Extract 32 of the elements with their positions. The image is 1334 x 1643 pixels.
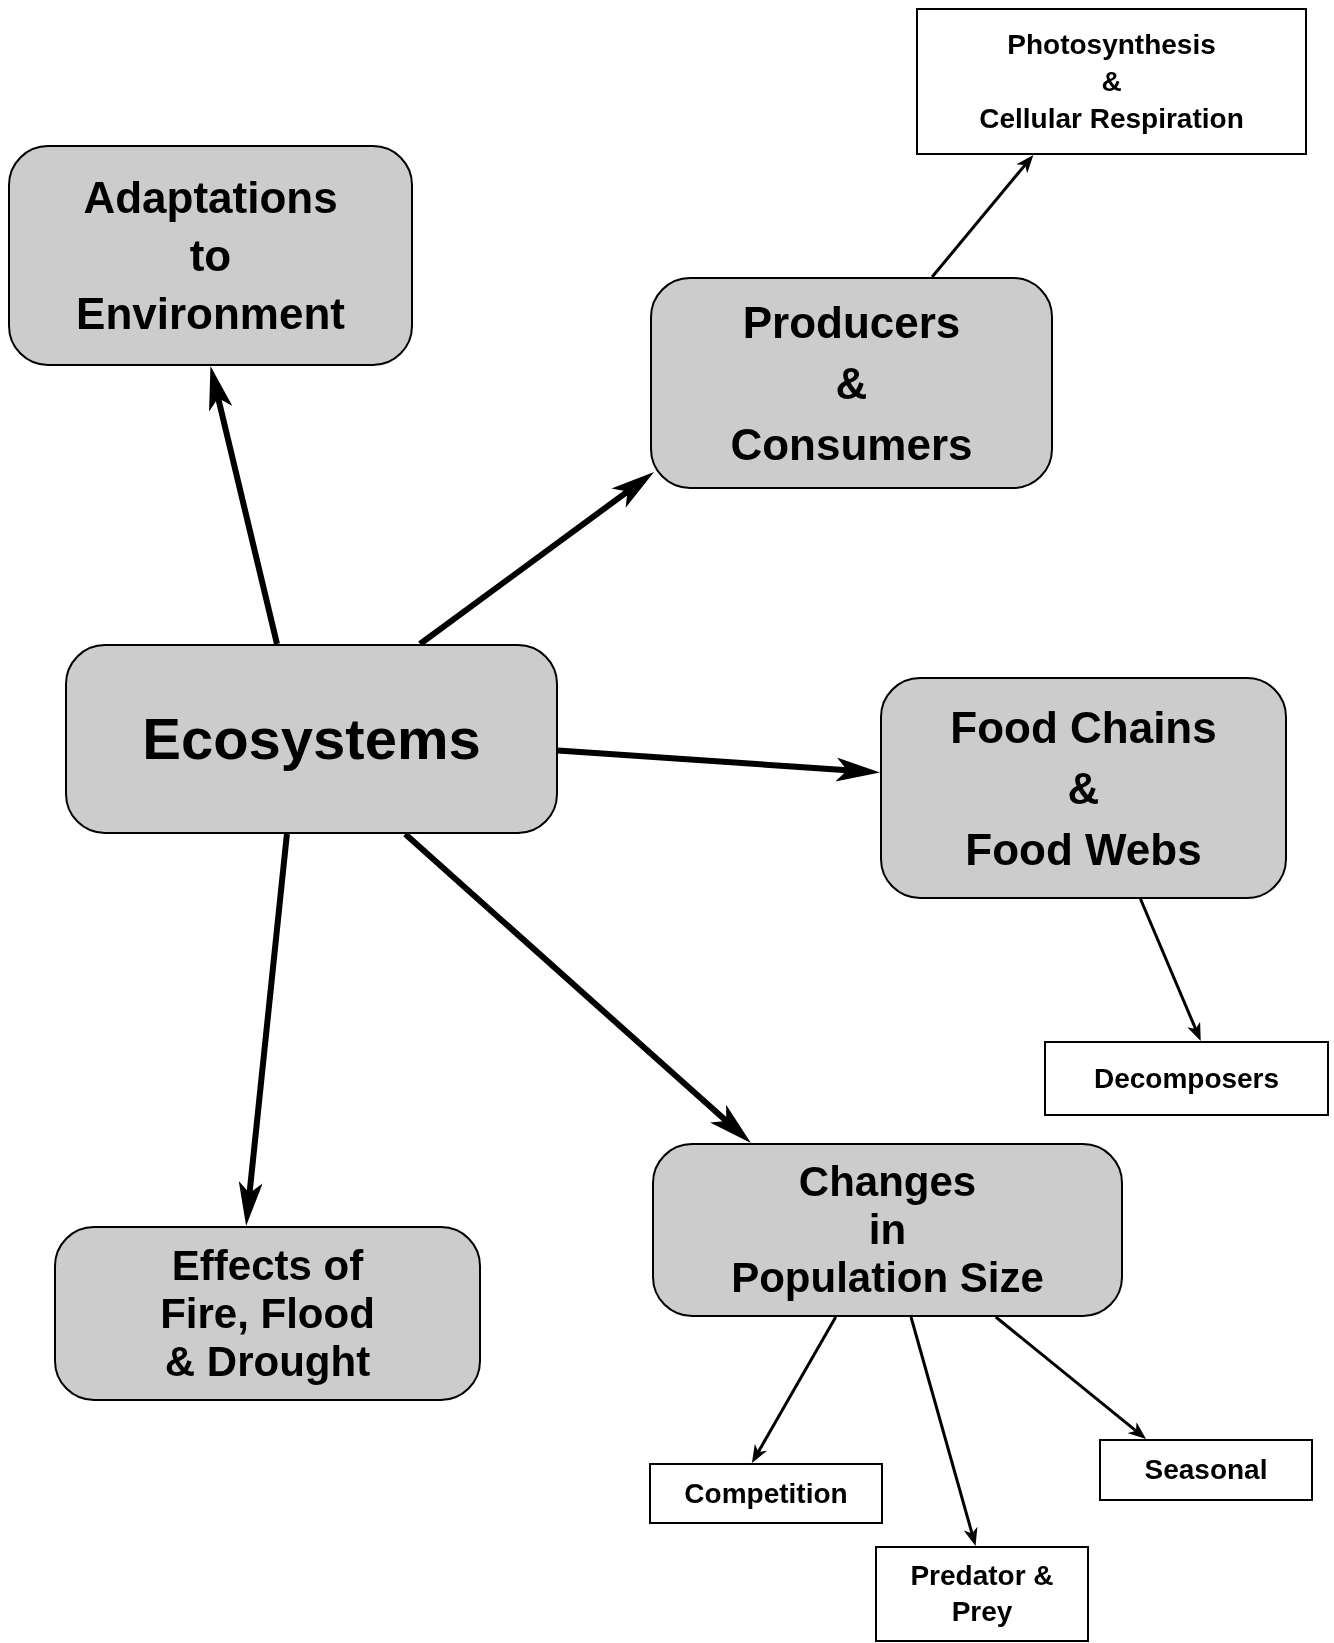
node-label: Effects of Fire, Flood & Drought <box>160 1241 375 1386</box>
concept-box <box>650 277 1053 489</box>
node-label: Adaptations to Environment <box>76 171 345 340</box>
node-label: Producers & Consumers <box>730 296 973 471</box>
arrow <box>418 472 655 647</box>
concept-box <box>54 1226 481 1401</box>
node-label: Decomposers <box>1093 1061 1280 1096</box>
node-label: Changes in Population Size <box>731 1158 1044 1302</box>
subtopic-box <box>1044 1041 1329 1116</box>
concept-box <box>65 644 558 834</box>
node-label: Food Chains & Food Webs <box>950 701 1217 876</box>
concept-box <box>880 677 1287 899</box>
node-label: Predator & Prey <box>910 1559 1054 1629</box>
arrow <box>557 747 881 782</box>
concept-box <box>8 145 413 366</box>
arrow <box>1139 898 1201 1041</box>
arrow <box>209 366 280 645</box>
arrow <box>994 1315 1147 1439</box>
subtopic-box <box>649 1463 883 1524</box>
subtopic-box <box>1099 1439 1313 1501</box>
arrow <box>238 833 290 1226</box>
node-label: Photosynthesis & Cellular Respiration <box>979 28 1244 136</box>
subtopic-box <box>916 8 1307 155</box>
arrow <box>930 154 1034 278</box>
node-label: Competition <box>684 1476 848 1511</box>
arrow <box>403 831 751 1143</box>
arrow <box>751 1316 837 1463</box>
subtopic-box <box>875 1546 1089 1642</box>
arrow <box>909 1316 978 1546</box>
node-label: Ecosystems <box>142 706 481 772</box>
node-label: Seasonal <box>1144 1453 1268 1487</box>
concept-box <box>652 1143 1123 1317</box>
